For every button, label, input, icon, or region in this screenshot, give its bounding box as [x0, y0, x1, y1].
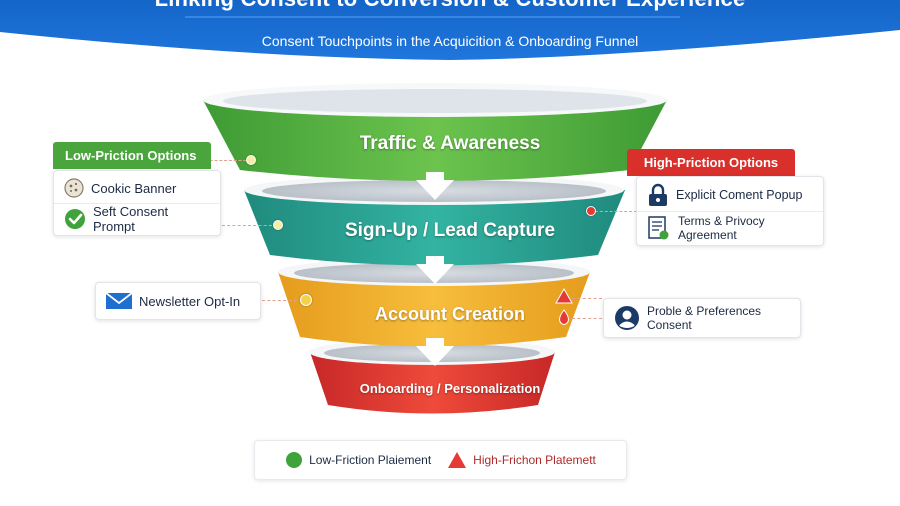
option-label: Proble & Preferences Consent	[647, 304, 762, 332]
page-title: Linking Consent to Conversion & Customer…	[0, 0, 900, 12]
connector-line	[572, 318, 602, 319]
connector-line	[595, 211, 637, 212]
high-friction-options-header: High-Priction Options	[627, 149, 795, 176]
green-circle-icon	[285, 451, 303, 469]
connector-line	[205, 160, 251, 161]
option-label: Terms & Privocy Agreement	[678, 213, 765, 242]
connector-line	[262, 300, 302, 301]
high-friction-options-card: Explicit Coment Popup Terms & Privocy Ag…	[636, 176, 824, 246]
legend: Low-Friction Plaiement High-Frichon Plat…	[254, 440, 627, 480]
header-background	[0, 0, 900, 60]
low-friction-options-card: Cookic Banner Seft Consent Prompt	[53, 170, 221, 236]
tier-label-signup: Sign-Up / Lead Capture	[344, 220, 556, 241]
down-arrow-icons	[416, 172, 454, 366]
connector-line	[572, 298, 602, 299]
legend-label: Low-Friction Plaiement	[309, 453, 432, 467]
option-label: Seft Consent Prompt	[93, 203, 169, 234]
header-banner: Linking Consent to Conversion & Customer…	[0, 0, 900, 62]
high-friction-markers	[555, 287, 573, 325]
low-friction-options-header: Low-Priction Options	[53, 142, 211, 169]
option-label: Explicit Coment Popup	[676, 188, 803, 202]
option-label: Cookic Banner	[91, 180, 177, 196]
low-friction-marker	[246, 155, 256, 165]
profile-preferences-consent-card[interactable]: Proble & Preferences Consent	[603, 298, 801, 338]
legend-label: High-Frichon Platemett	[473, 453, 596, 467]
page-subtitle: Consent Touchpoints in the Acquicition &…	[261, 33, 639, 49]
document-icon	[647, 215, 671, 240]
option-cookie-banner[interactable]: Cookic Banner	[54, 173, 220, 203]
check-circle-icon	[64, 208, 86, 230]
option-label: Newsletter Opt-In	[139, 293, 241, 309]
funnel-tier-traffic	[203, 83, 667, 181]
option-explicit-consent-popup[interactable]: Explicit Coment Popup	[637, 179, 823, 211]
high-friction-marker	[586, 206, 596, 216]
legend-item-high-friction: High-Frichon Platemett	[447, 451, 596, 469]
cookie-icon	[64, 178, 84, 198]
red-triangle-icon	[447, 451, 467, 469]
lock-icon	[647, 183, 669, 207]
low-friction-marker	[300, 294, 312, 306]
newsletter-opt-in-card[interactable]: Newsletter Opt-In	[95, 282, 261, 320]
envelope-icon	[106, 292, 132, 310]
option-soft-consent-prompt[interactable]: Seft Consent Prompt	[54, 203, 220, 234]
user-profile-icon	[614, 305, 640, 331]
connector-line	[222, 225, 277, 226]
low-friction-marker	[273, 220, 283, 230]
tier-label-account-creation: Account Creation	[374, 304, 525, 324]
tier-label-traffic: Traffic & Awareness	[359, 133, 541, 154]
option-terms-privacy-agreement[interactable]: Terms & Privocy Agreement	[637, 211, 823, 243]
tier-label-onboarding: Onboarding / Personalization	[359, 381, 541, 396]
legend-item-low-friction: Low-Friction Plaiement	[285, 451, 431, 469]
